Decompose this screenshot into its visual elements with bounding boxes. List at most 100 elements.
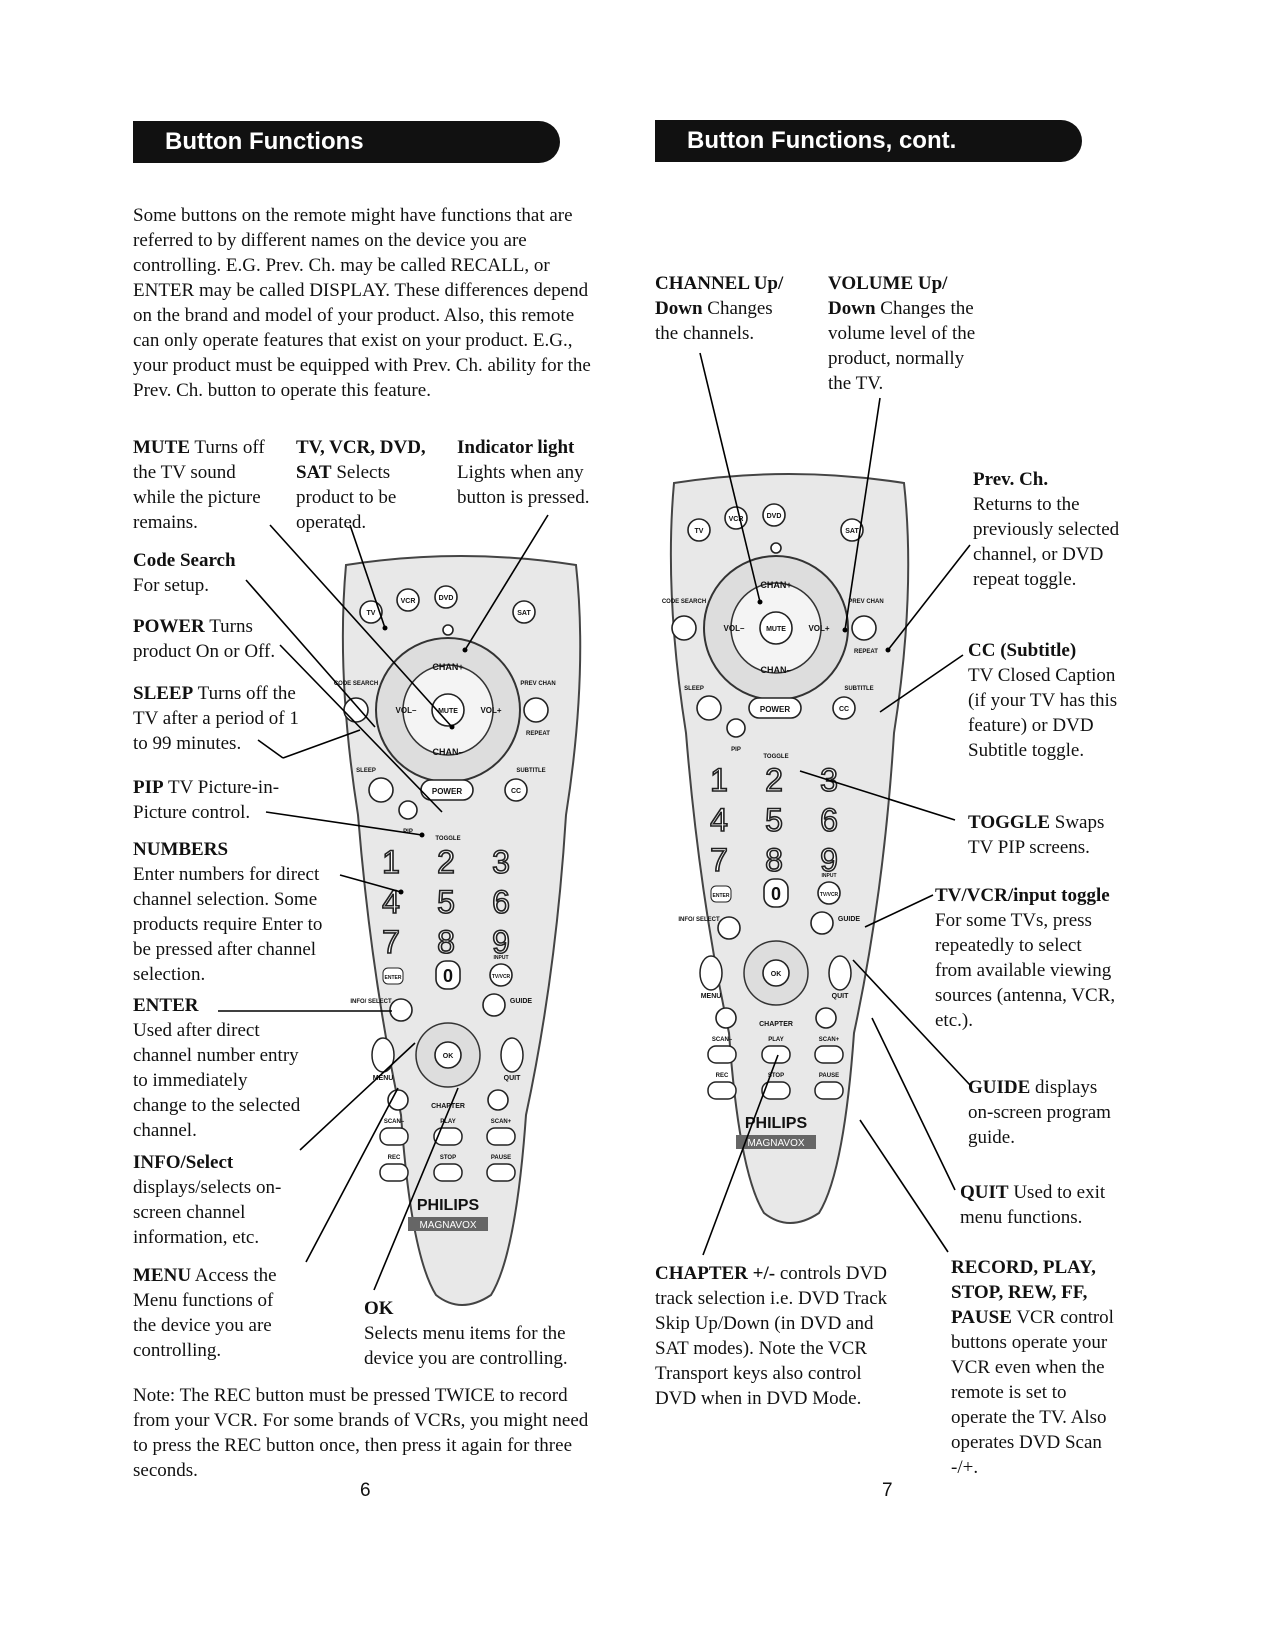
enter-label: ENTER [385, 975, 402, 981]
stop-button[interactable] [761, 1081, 791, 1100]
code-search-button[interactable] [671, 615, 697, 641]
pip-button[interactable] [398, 800, 418, 820]
pause-button[interactable] [486, 1163, 516, 1182]
guide-label: GUIDE [510, 998, 533, 1005]
digit-6-button[interactable]: 6 [491, 883, 510, 921]
pip-term: PIP [133, 777, 164, 798]
vcr-button[interactable] [396, 588, 420, 612]
enter-button[interactable] [382, 967, 404, 985]
play-button[interactable] [433, 1127, 463, 1146]
tvvcr-button[interactable] [489, 963, 513, 987]
mute-button[interactable] [431, 693, 465, 727]
toggle-term: TOGGLE [968, 812, 1051, 833]
scan-plus-label: SCAN+ [819, 1037, 840, 1043]
power-term: POWER [133, 616, 205, 637]
chapter-plus-button[interactable] [487, 1089, 509, 1111]
zero-button[interactable] [763, 878, 789, 908]
sleep-label: SLEEP [684, 686, 704, 692]
pause-button[interactable] [814, 1081, 844, 1100]
dvd-button[interactable] [434, 585, 458, 609]
digit-8-button[interactable]: 8 [436, 923, 455, 961]
ok-button[interactable] [434, 1041, 462, 1069]
sleep-button[interactable] [696, 695, 722, 721]
sat-button[interactable] [840, 518, 864, 542]
digit-6-button[interactable]: 6 [819, 801, 838, 839]
chapter-minus-button[interactable] [387, 1089, 409, 1111]
digit-8-button[interactable]: 8 [764, 841, 783, 879]
digit-1-button[interactable]: 1 [709, 761, 728, 799]
zero-label: 0 [443, 966, 453, 986]
pip-button[interactable] [726, 718, 746, 738]
enter-button[interactable] [710, 885, 732, 903]
ff-button[interactable] [814, 1045, 844, 1064]
digit-4-button[interactable]: 4 [381, 883, 400, 921]
prev-chan-button[interactable] [851, 615, 877, 641]
dvd-button[interactable] [762, 503, 786, 527]
rew-button[interactable] [707, 1045, 737, 1064]
cc-button[interactable] [504, 778, 528, 802]
info-select-button[interactable] [389, 998, 413, 1022]
record-text: VCR control buttons operate your VCR eve… [951, 1307, 1114, 1478]
quit-term: QUIT [960, 1182, 1009, 1203]
zero-button[interactable] [435, 960, 461, 990]
digit-4-button[interactable]: 4 [709, 801, 728, 839]
header-left-title: Button Functions [165, 128, 364, 155]
rec-button[interactable] [379, 1163, 409, 1182]
digit-7-button[interactable]: 7 [381, 923, 400, 961]
power-button[interactable] [748, 697, 802, 719]
cc-button[interactable] [832, 696, 856, 720]
info-select-button[interactable] [717, 916, 741, 940]
play-button[interactable] [761, 1045, 791, 1064]
cc-label: CC [511, 788, 521, 795]
stop-button[interactable] [433, 1163, 463, 1182]
digit-3-button[interactable]: 3 [491, 843, 510, 881]
input-label: INPUT [494, 955, 509, 961]
vol-minus-label: VOL– [396, 706, 417, 715]
digit-1-button[interactable]: 1 [381, 843, 400, 881]
mute-button[interactable] [759, 611, 793, 645]
tv-button[interactable] [359, 600, 383, 624]
guide-button[interactable] [482, 993, 506, 1017]
tv-button[interactable] [687, 518, 711, 542]
digit-5-button[interactable]: 5 [764, 801, 783, 839]
channel-term: CHANNEL Up/ Down [655, 273, 784, 319]
code-search-label: CODE SEARCH [334, 681, 378, 687]
rec-button[interactable] [707, 1081, 737, 1100]
indicator-light[interactable] [770, 542, 782, 554]
rew-button[interactable] [379, 1127, 409, 1146]
rec-note: Note: The REC button must be pressed TWI… [133, 1385, 589, 1481]
vol-plus-label: VOL+ [808, 624, 829, 633]
quit-button[interactable] [500, 1037, 524, 1073]
mute-desc: MUTE Turns off the TV sound while the pi… [133, 435, 275, 535]
digit-9-button[interactable]: 9 [819, 841, 838, 879]
indicator-light[interactable] [442, 624, 454, 636]
tvvcr-button[interactable] [817, 881, 841, 905]
chan-down-label: CHAN– [760, 665, 791, 675]
sleep-button[interactable] [368, 777, 394, 803]
digit-9-button[interactable]: 9 [491, 923, 510, 961]
sat-button[interactable] [512, 600, 536, 624]
menu-button[interactable] [699, 955, 723, 991]
digit-2-button[interactable]: 2 [436, 843, 455, 881]
chapter-minus-button[interactable] [715, 1007, 737, 1029]
prev-chan-button[interactable] [523, 697, 549, 723]
digit-2-button[interactable]: 2 [764, 761, 783, 799]
sat-label: SAT [517, 610, 531, 617]
chapter-plus-button[interactable] [815, 1007, 837, 1029]
sub-brand-box [408, 1217, 488, 1231]
intro-paragraph: Some buttons on the remote might have fu… [133, 205, 591, 401]
numbers-term: NUMBERS [133, 839, 229, 860]
chan-down-label: CHAN– [432, 747, 463, 757]
header-right-title: Button Functions, cont. [687, 127, 957, 154]
mute-term: MUTE [133, 437, 190, 458]
digit-7-button[interactable]: 7 [709, 841, 728, 879]
guide-button[interactable] [810, 911, 834, 935]
ok-button[interactable] [762, 959, 790, 987]
quit-button[interactable] [828, 955, 852, 991]
ff-button[interactable] [486, 1127, 516, 1146]
cc-desc: CC (Subtitle)TV Closed Caption (if your … [968, 638, 1118, 763]
digit-5-button[interactable]: 5 [436, 883, 455, 921]
sleep-desc: SLEEP Turns off the TV after a period of… [133, 681, 313, 756]
